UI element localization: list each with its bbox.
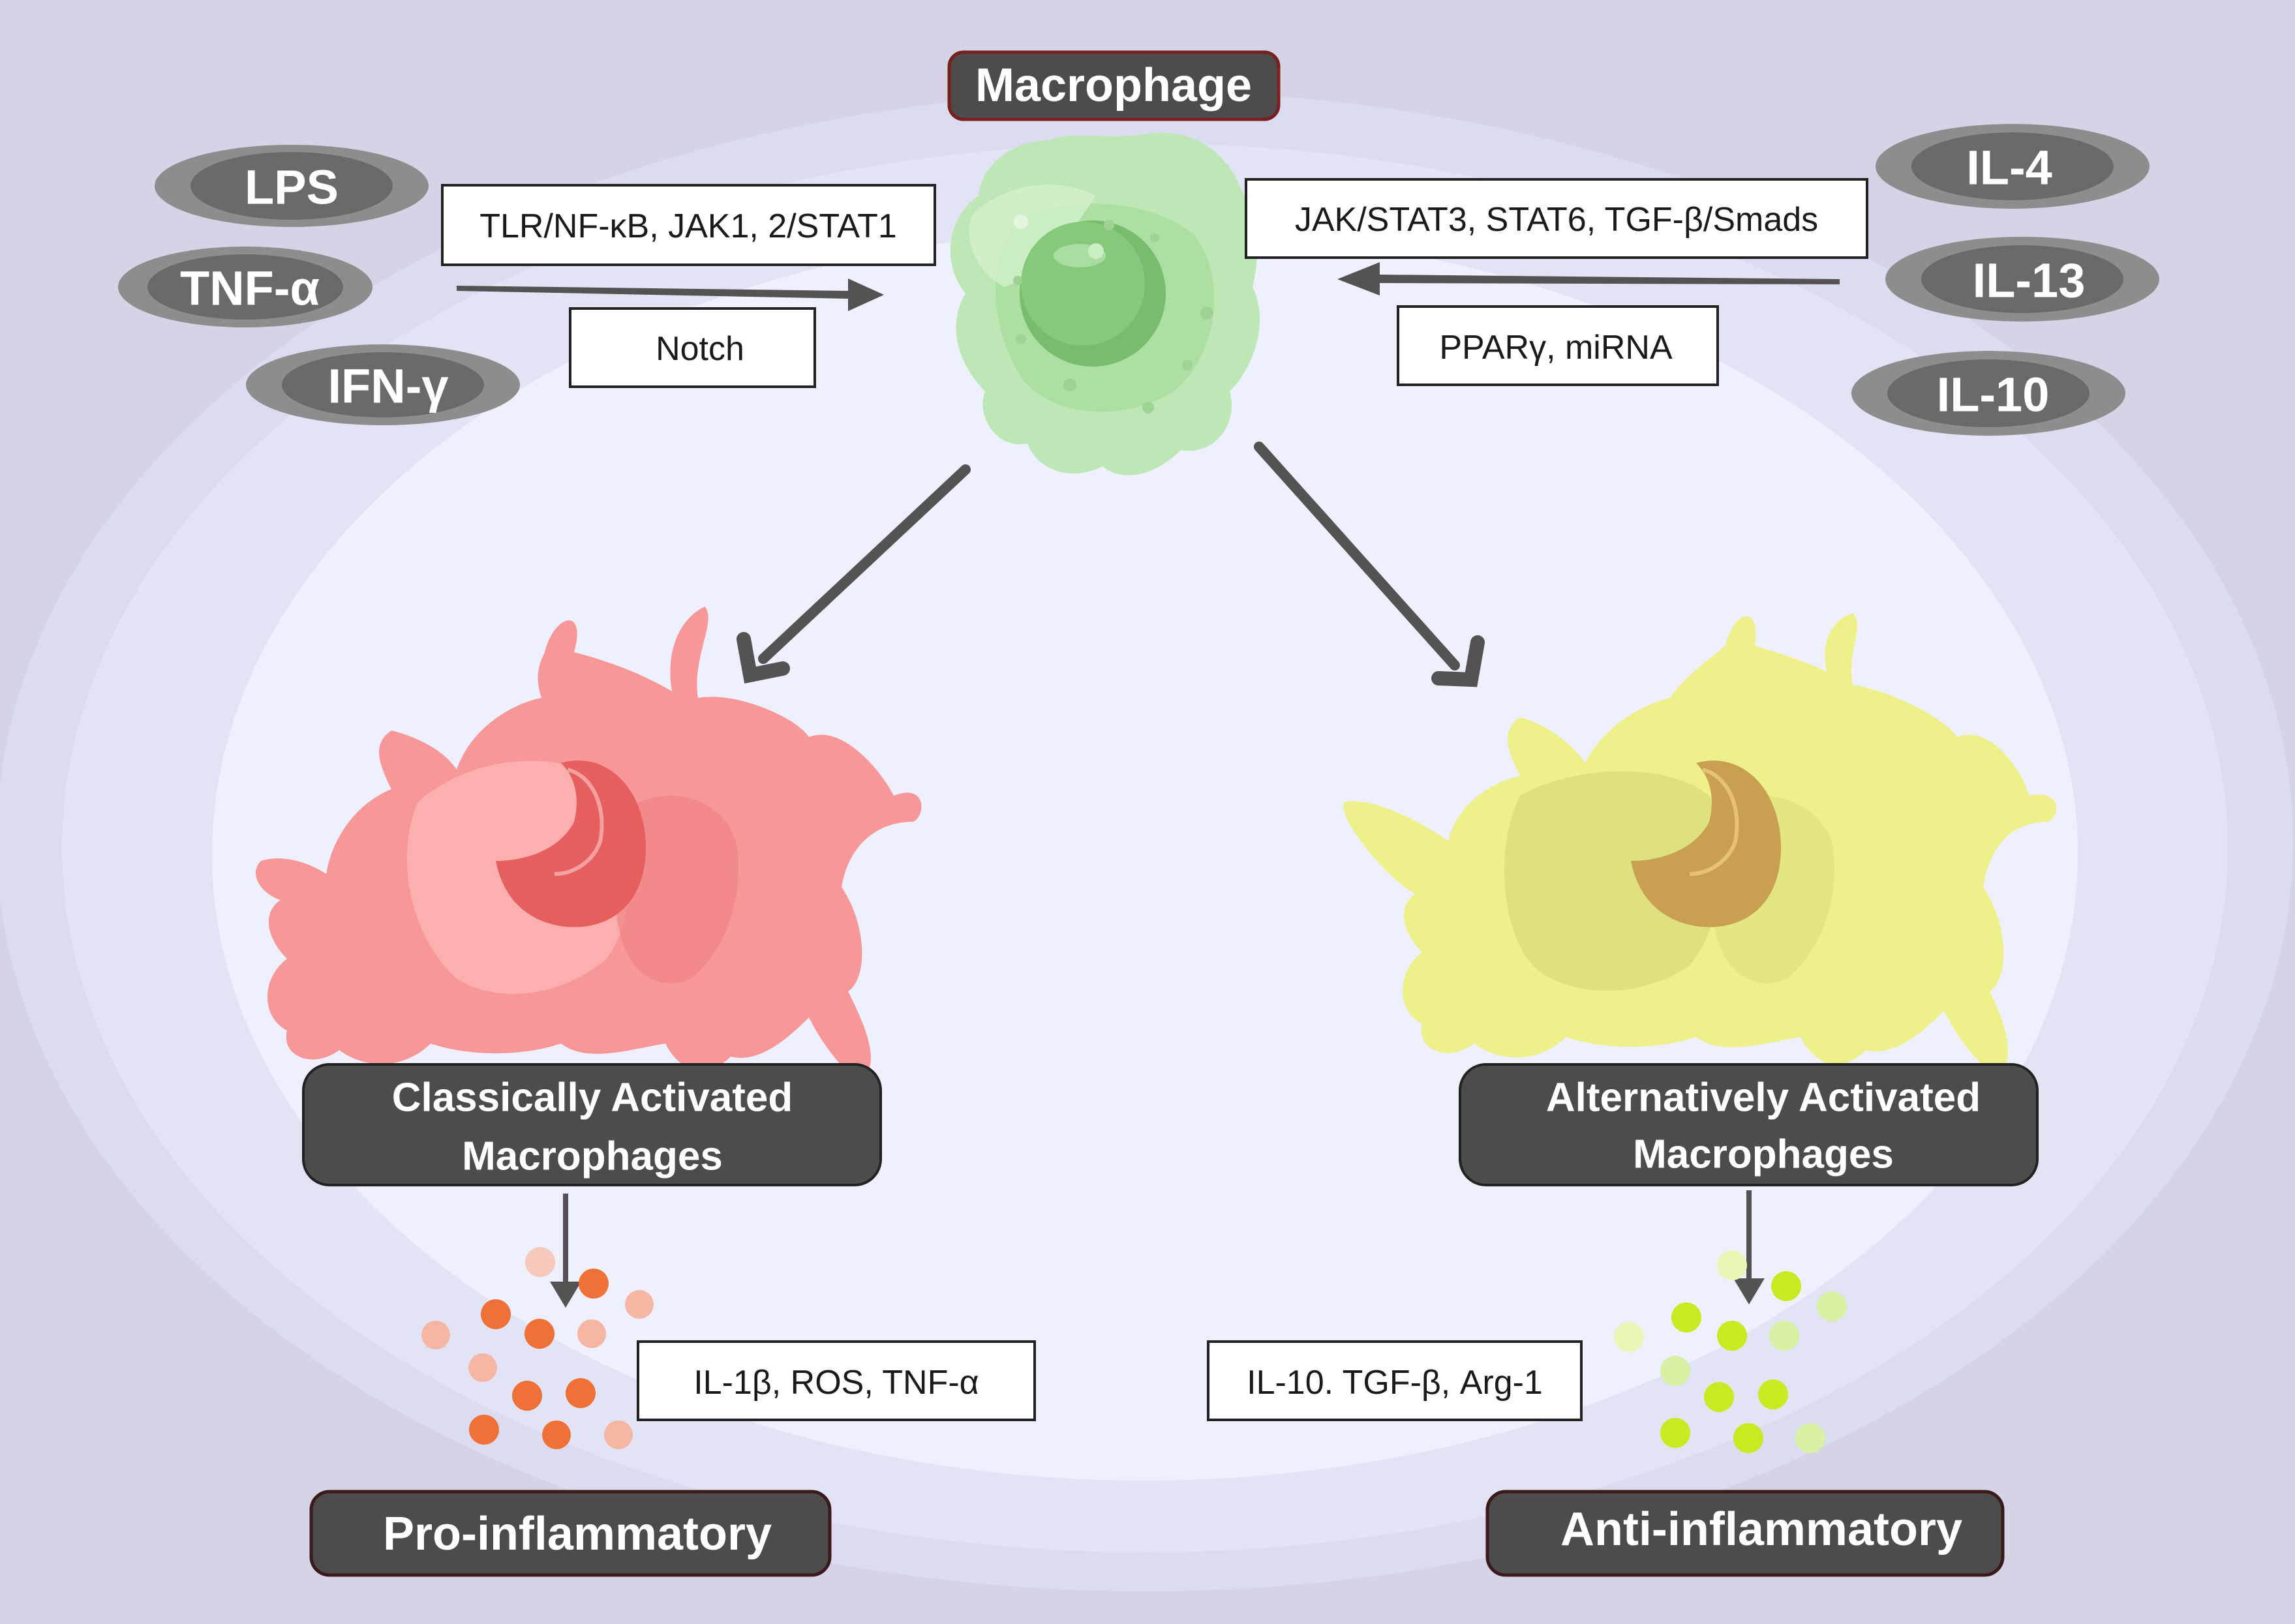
differentiation-arrows xyxy=(737,442,1485,687)
m2-label-line1: Alternatively Activated xyxy=(1546,1075,1981,1120)
m1-label: Classically Activated Macrophages xyxy=(302,1063,882,1186)
macrophage-cell-icon xyxy=(950,132,1260,475)
m2-particle xyxy=(1704,1382,1734,1412)
m2-secretion-arrow-shaft xyxy=(1746,1190,1752,1282)
m1-particle xyxy=(566,1378,596,1408)
secretion-arrows xyxy=(550,1190,1765,1308)
m1-particle xyxy=(469,1415,499,1445)
m2-secretion-particles xyxy=(1614,1250,1847,1453)
m1-label-line2: Macrophages xyxy=(462,1134,723,1179)
m2-particle xyxy=(1614,1322,1644,1352)
arrows xyxy=(457,262,1840,311)
m1-secretion-arrow-shaft xyxy=(563,1194,568,1285)
m1-particle xyxy=(625,1290,654,1319)
m1-effect-text: Pro-inflammatory xyxy=(383,1508,772,1560)
stimulus-pill-tnf: TNF-α xyxy=(118,247,372,327)
m2-pathway-text: JAK/STAT3, STAT6, TGF-β/Smads xyxy=(1295,201,1818,239)
m2-particle xyxy=(1717,1321,1747,1351)
m1-particle xyxy=(542,1421,571,1449)
m2-particle xyxy=(1758,1379,1788,1409)
stimulus-pill-il4: IL-4 xyxy=(1876,124,2150,209)
m2-particle xyxy=(1660,1356,1690,1386)
m2-particle xyxy=(1717,1250,1747,1280)
stimulus-pill-lps: LPS xyxy=(155,145,429,227)
m1-particle xyxy=(468,1353,497,1382)
arrow-to-m2 xyxy=(1254,442,1460,670)
m1-particle xyxy=(421,1321,450,1349)
arrow-m2-stimuli xyxy=(1337,262,1840,295)
m2-particle xyxy=(1817,1291,1847,1321)
stimulus-pill-il10: IL-10 xyxy=(1851,351,2125,436)
m1-notch-box: Notch xyxy=(569,307,816,388)
m1-notch-text: Notch xyxy=(656,330,744,368)
m1-cell-icon xyxy=(255,607,922,1083)
stimulus-text-lps: LPS xyxy=(245,160,339,215)
m1-secretion-particles xyxy=(421,1247,654,1449)
m2-effect-label: Anti-inflammatory xyxy=(1485,1490,2005,1577)
m2-label-line2: Macrophages xyxy=(1633,1132,1894,1177)
m1-particle xyxy=(481,1299,511,1329)
m2-secretion-arrowhead xyxy=(1733,1278,1765,1304)
m2-ppar-text: PPARγ, miRNA xyxy=(1439,329,1673,367)
m2-effect-text: Anti-inflammatory xyxy=(1560,1503,1962,1556)
m2-particle xyxy=(1795,1423,1825,1453)
stimulus-text-il13: IL-13 xyxy=(1973,254,2086,308)
m2-particle xyxy=(1733,1423,1763,1453)
arrow-to-m1 xyxy=(758,464,971,664)
title-text: Macrophage xyxy=(975,59,1252,112)
m1-particle xyxy=(604,1421,633,1449)
arrowhead-to-m1 xyxy=(737,632,790,684)
m2-secretions-text: IL-10. TGF-β, Arg-1 xyxy=(1247,1364,1543,1402)
m2-ppar-box: PPARγ, miRNA xyxy=(1397,305,1719,386)
m2-label: Alternatively Activated Macrophages xyxy=(1459,1063,2039,1186)
m1-particle xyxy=(525,1247,555,1277)
m1-pathway-text: TLR/NF-κB, JAK1, 2/STAT1 xyxy=(479,207,897,245)
m1-secretion-arrowhead xyxy=(550,1282,581,1308)
m2-particle xyxy=(1660,1418,1690,1448)
stimulus-text-il10: IL-10 xyxy=(1937,368,2050,422)
m1-effect-label: Pro-inflammatory xyxy=(309,1490,832,1577)
arrowhead-to-m2 xyxy=(1431,635,1485,687)
m1-secretions-box: IL-1β, ROS, TNF-α xyxy=(637,1340,1036,1421)
m1-particle xyxy=(577,1319,606,1348)
m1-particle xyxy=(512,1381,542,1411)
m2-particle xyxy=(1769,1321,1799,1351)
m1-label-line1: Classically Activated xyxy=(392,1075,793,1120)
m2-particle xyxy=(1671,1302,1701,1332)
arrow-m1-stimuli xyxy=(457,278,884,311)
m1-particle xyxy=(579,1269,609,1299)
m2-pathway-box: JAK/STAT3, STAT6, TGF-β/Smads xyxy=(1245,178,1868,259)
stimulus-text-tnf: TNF-α xyxy=(180,262,320,316)
title-label: Macrophage xyxy=(947,50,1281,121)
m1-pathway-box: TLR/NF-κB, JAK1, 2/STAT1 xyxy=(441,184,936,266)
stimulus-text-il4: IL-4 xyxy=(1966,141,2052,195)
stimulus-pill-ifn: IFN-γ xyxy=(246,344,520,425)
m1-secretions-text: IL-1β, ROS, TNF-α xyxy=(693,1364,979,1402)
m2-secretions-box: IL-10. TGF-β, Arg-1 xyxy=(1207,1340,1583,1421)
m2-cell-icon xyxy=(1343,613,2057,1076)
m2-particle xyxy=(1771,1271,1801,1301)
stimulus-pill-il13: IL-13 xyxy=(1885,237,2159,322)
stimulus-text-ifn: IFN-γ xyxy=(328,359,449,414)
m1-particle xyxy=(524,1319,555,1349)
